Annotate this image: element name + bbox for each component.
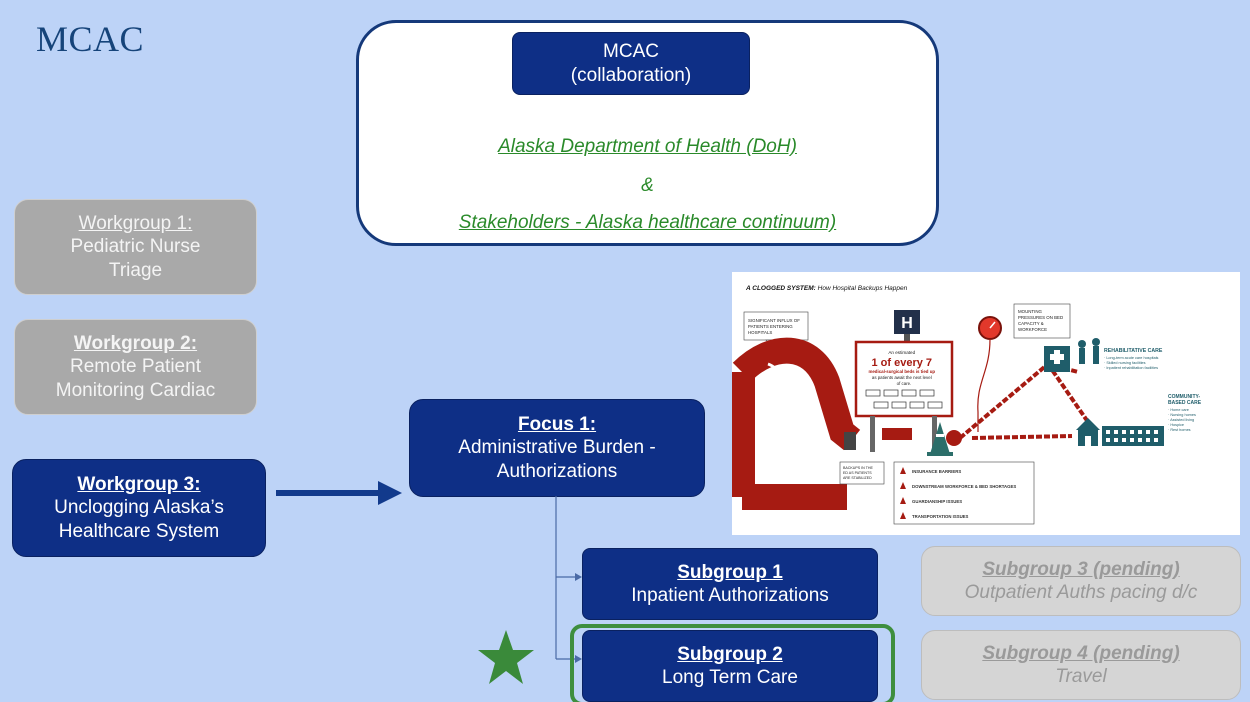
- barriers-box: [893, 461, 1035, 525]
- backups-line-3: ARE STABILIZED: [843, 476, 872, 480]
- community-title-2: BASED CARE: [1168, 400, 1202, 406]
- collaboration-frame: MCAC (collaboration) Alaska Department o…: [356, 20, 939, 246]
- pressure-line-1: MOUNTING: [1018, 309, 1042, 314]
- subgroup-4-line: Travel: [1055, 666, 1107, 687]
- bed-icons: [865, 389, 943, 409]
- infographic-heading-bold: A CLOGGED SYSTEM:: [745, 285, 816, 292]
- workgroup-2-line-2: Monitoring Cardiac: [55, 379, 216, 401]
- rehab-item-1: · Long-term acute care hospitals: [1104, 356, 1159, 360]
- workgroup-3-box: Workgroup 3: Unclogging Alaska’s Healthc…: [12, 459, 266, 557]
- focus-connector: [555, 496, 582, 663]
- focus-1-line-1: Administrative Burden -: [458, 437, 656, 459]
- rehab-title: REHABILITATIVE CARE: [1104, 348, 1163, 354]
- community-item-4: · Hospice: [1168, 423, 1184, 427]
- pressure-line-4: WORKFORCE: [1018, 327, 1047, 332]
- rehab-item-2: · Skilled nursing facilities: [1104, 361, 1146, 365]
- workgroup-1-title: Workgroup 1:: [78, 213, 193, 235]
- pressure-line-2: PRESSURES ON BED: [1018, 315, 1063, 320]
- chain-to-community: [1046, 362, 1090, 424]
- rehab-item-3: · Inpatient rehabilitation facilities: [1104, 366, 1158, 370]
- mcac-subtitle: (collaboration): [570, 64, 692, 86]
- estimate-big: 1 of every 7: [872, 357, 933, 369]
- barrier-3: GUARDIANSHIP ISSUES: [912, 499, 962, 504]
- influx-line-3: HOSPITALS: [748, 330, 772, 335]
- estimate-pre: An estimated: [888, 350, 915, 355]
- workgroup-2-line-1: Remote Patient: [70, 356, 201, 378]
- svg-text:BACKUPS IN THE ED AS P: BACKUPS IN THE ED AS PATIENTS ARE STABIL…: [843, 466, 874, 480]
- clog-pipe: [732, 337, 861, 451]
- svg-text:REHABILITATIVE CARE ·: REHABILITATIVE CARE · Long-term acute ca…: [1104, 339, 1167, 370]
- hospital-sign: [894, 310, 920, 334]
- svg-text:INSURANCE BARRIERS DOW: INSURANCE BARRIERS DOWNSTREAM WORKFORCE …: [912, 469, 1017, 519]
- svg-text:COMMUNITY- BASED CARE: COMMUNITY- BASED CARE · Home care · Nurs…: [1168, 385, 1206, 432]
- subgroup-4-box: Subgroup 4 (pending) Travel: [921, 630, 1241, 700]
- subgroup-2-line: Long Term Care: [662, 667, 798, 688]
- subgroup-2-highlight-frame: [570, 624, 895, 702]
- subgroup-2-title: Subgroup 2: [677, 643, 783, 665]
- subgroup-4-title: Subgroup 4 (pending): [982, 642, 1180, 664]
- subgroup-1-box: Subgroup 1 Inpatient Authorizations: [582, 548, 878, 620]
- pressure-callout: [1013, 303, 1071, 339]
- workgroup-1-box: Workgroup 1: Pediatric Nurse Triage: [14, 199, 257, 295]
- community-title-1: COMMUNITY-: [1168, 394, 1201, 400]
- estimate-post-1: as patients await the next level: [872, 375, 932, 380]
- ampersand: &: [641, 175, 654, 196]
- clogged-system-infographic: A CLOGGED SYSTEM: How Hospital Backups H…: [729, 272, 1240, 535]
- estimate-red: medical-surgical beds is tied up: [868, 369, 935, 374]
- workgroup-3-line-2: Healthcare System: [58, 520, 220, 542]
- backups-line-2: ED AS PATIENTS: [843, 471, 872, 475]
- hospital-letter: H: [901, 315, 913, 332]
- slide-title: MCAC: [36, 19, 145, 59]
- infographic-graphic: A CLOGGED SYSTEM: How Hospital Backups H…: [729, 285, 1206, 525]
- influx-callout: [743, 311, 809, 341]
- cone-icon: [930, 422, 950, 454]
- chain-horizontal: [971, 434, 1073, 440]
- subgroup-1-line: Inpatient Authorizations: [631, 585, 829, 606]
- influx-line-2: PATIENTS ENTERING: [748, 324, 793, 329]
- subgroup-3-box: Subgroup 3 (pending) Outpatient Auths pa…: [921, 546, 1241, 616]
- workgroup-3-line-1: Unclogging Alaska’s: [54, 497, 224, 519]
- estimate-post-2: of care.: [897, 381, 912, 386]
- workgroup-2-box: Workgroup 2: Remote Patient Monitoring C…: [14, 319, 257, 415]
- community-item-2: · Nursing homes: [1168, 413, 1196, 417]
- focus-1-title: Focus 1:: [517, 414, 597, 436]
- subgroup-2-box: Subgroup 2 Long Term Care: [582, 630, 878, 702]
- workgroup-1-line-1: Pediatric Nurse: [70, 236, 201, 258]
- infographic-heading-rest: How Hospital Backups Happen: [816, 285, 908, 292]
- community-item-5: · Rest homes: [1168, 428, 1191, 432]
- svg-text:An estimated 1 of ever: An estimated 1 of every 7 medical-surgic…: [868, 341, 939, 386]
- workgroup-3-title: Workgroup 3:: [77, 474, 201, 496]
- focus-1-box: Focus 1: Administrative Burden - Authori…: [409, 399, 705, 497]
- chain-to-rehab: [958, 362, 1050, 440]
- pressure-line-3: CAPACITY &: [1018, 321, 1044, 326]
- workgroup-1-line-2: Triage: [108, 259, 163, 281]
- workgroup-2-title: Workgroup 2:: [73, 333, 198, 355]
- arrow-to-focus: [276, 481, 402, 505]
- svg-text:SIGNIFICANT INFLUX OF: SIGNIFICANT INFLUX OF PATIENTS ENTERING …: [748, 318, 801, 335]
- barrier-2: DOWNSTREAM WORKFORCE & BED SHORTAGES: [912, 484, 1016, 489]
- community-item-1: · Home care: [1168, 408, 1189, 412]
- subgroup-3-title: Subgroup 3 (pending): [982, 558, 1180, 580]
- svg-text:MOUNTING PRESSURES ON: MOUNTING PRESSURES ON BED CAPACITY & WOR…: [1018, 309, 1064, 332]
- doh-link[interactable]: Alaska Department of Health (DoH): [498, 136, 797, 157]
- star-icon: [478, 630, 534, 684]
- subgroup-1-title: Subgroup 1: [677, 561, 783, 583]
- backups-callout: [839, 461, 885, 485]
- mcac-collaboration-box: MCAC (collaboration): [512, 32, 750, 95]
- barrier-4: TRANSPORTATION ISSUES: [912, 514, 969, 519]
- backups-line-1: BACKUPS IN THE: [843, 466, 873, 470]
- focus-1-line-2: Authorizations: [496, 460, 618, 482]
- svg-text:A CLOGGED SYSTEM: How Hospital: A CLOGGED SYSTEM: How Hospital Backups H…: [745, 285, 908, 292]
- stakeholders-link[interactable]: Stakeholders - Alaska healthcare continu…: [458, 212, 837, 233]
- subgroup-3-line: Outpatient Auths pacing d/c: [964, 582, 1198, 603]
- estimate-billboard: [854, 340, 954, 418]
- barrier-1: INSURANCE BARRIERS: [912, 469, 961, 474]
- mcac-title: MCAC: [603, 41, 659, 63]
- influx-line-1: SIGNIFICANT INFLUX OF: [748, 318, 800, 323]
- community-item-3: · Assisted living: [1168, 418, 1194, 422]
